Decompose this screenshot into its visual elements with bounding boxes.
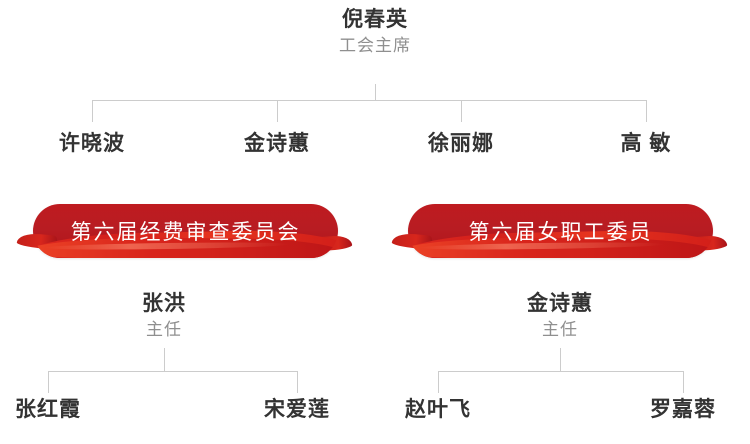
connector-level2-bar: [92, 100, 646, 101]
node-committee-2-leader[interactable]: 金诗蕙 主任: [527, 290, 593, 342]
node-committee-1-leader[interactable]: 张洪 主任: [142, 290, 186, 342]
node-committee-2-member-1-name: 赵叶飞: [405, 398, 471, 421]
connector-committee-2-drop-1: [438, 371, 439, 393]
node-level2-2[interactable]: 金诗蕙: [244, 130, 310, 158]
connector-committee-1-drop-1: [48, 371, 49, 393]
connector-root-drop: [375, 84, 376, 100]
connector-committee-2-bar: [438, 371, 683, 372]
node-committee-1-leader-title: 主任: [146, 320, 182, 339]
node-committee-1-member-2[interactable]: 宋爱莲: [264, 396, 330, 424]
node-level2-3[interactable]: 徐丽娜: [428, 130, 494, 158]
node-committee-2-member-2[interactable]: 罗嘉蓉: [650, 396, 716, 424]
banner-committee-2[interactable]: 第六届女职工委员: [391, 204, 728, 258]
banner-committee-1[interactable]: 第六届经费审查委员会: [16, 204, 353, 258]
node-root-title: 工会主席: [339, 36, 411, 55]
banner-committee-2-label: 第六届女职工委员: [468, 221, 653, 244]
connector-level2-drop-3: [461, 100, 462, 122]
node-level2-1[interactable]: 许晓波: [59, 130, 125, 158]
node-committee-2-leader-name: 金诗蕙: [527, 292, 593, 315]
node-level2-4[interactable]: 高 敏: [621, 130, 672, 158]
node-level2-3-name: 徐丽娜: [428, 132, 494, 155]
node-committee-1-leader-name: 张洪: [142, 292, 186, 315]
node-level2-4-name: 高 敏: [620, 132, 672, 155]
connector-committee-1-drop-2: [297, 371, 298, 393]
node-committee-2-leader-title: 主任: [542, 320, 578, 339]
connector-committee-2-drop: [560, 348, 561, 371]
node-committee-2-member-1[interactable]: 赵叶飞: [405, 396, 471, 424]
connector-committee-2-drop-2: [683, 371, 684, 393]
connector-level2-drop-4: [646, 100, 647, 122]
node-committee-1-member-1[interactable]: 张红霞: [15, 396, 81, 424]
connector-level2-drop-1: [92, 100, 93, 122]
node-root[interactable]: 倪春英 工会主席: [339, 6, 411, 58]
node-committee-1-member-1-name: 张红霞: [15, 398, 81, 421]
node-root-name: 倪春英: [342, 8, 408, 31]
banner-committee-1-label: 第六届经费审查委员会: [70, 221, 301, 244]
connector-committee-1-bar: [48, 371, 297, 372]
node-level2-2-name: 金诗蕙: [244, 132, 310, 155]
node-level2-1-name: 许晓波: [59, 132, 125, 155]
node-committee-2-member-2-name: 罗嘉蓉: [650, 398, 716, 421]
connector-committee-1-drop: [164, 348, 165, 371]
connector-level2-drop-2: [277, 100, 278, 122]
node-committee-1-member-2-name: 宋爱莲: [264, 398, 330, 421]
